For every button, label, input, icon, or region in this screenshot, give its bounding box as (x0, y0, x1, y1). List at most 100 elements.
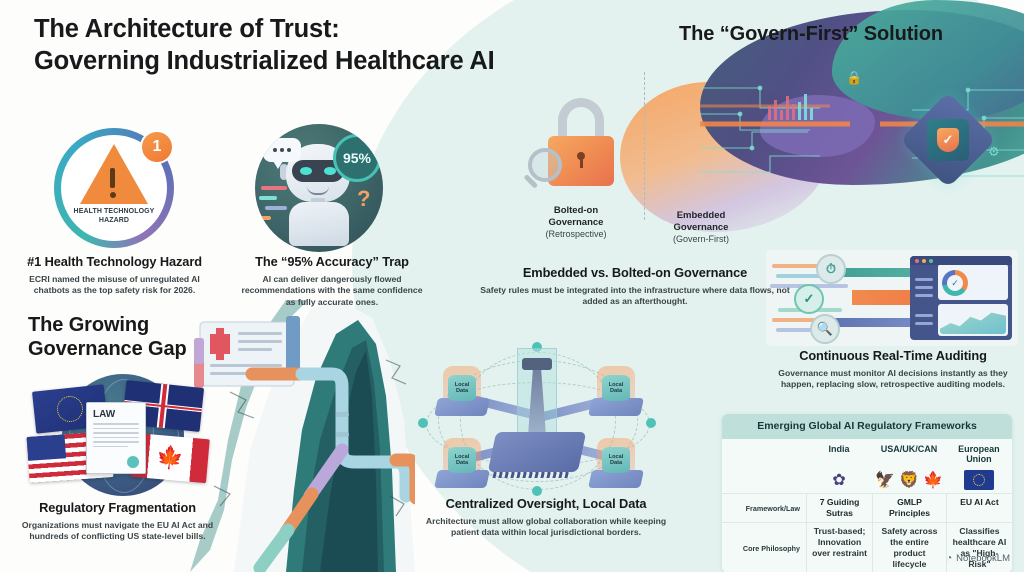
law-document-icon: LAW (86, 402, 146, 474)
svg-text:🔒: 🔒 (846, 70, 862, 85)
gauge-icon (942, 270, 968, 296)
monitor-node-icon: ⏱ (816, 254, 846, 284)
padlock-shackle-icon (558, 98, 604, 144)
node-label-line2: Data (455, 388, 469, 394)
bolted-on-governance-label: Bolted-on Governance (Retrospective) (520, 205, 632, 241)
robot-smile (307, 186, 329, 195)
shield-check-icon: ✓ (937, 128, 959, 152)
accuracy-caption-body: AI can deliver dangerously flowed recomm… (241, 273, 423, 307)
reg-spacer-cell-2 (722, 467, 806, 493)
database-icon: Local Data (448, 447, 476, 473)
governance-divider (644, 72, 645, 220)
embedded-label-line2: Governance (673, 222, 729, 234)
robot-ear-left (280, 164, 288, 180)
reg-philosophy-usa-uk-can: Safety across the entire product lifecyc… (872, 522, 946, 572)
central-hub-chip-icon (487, 432, 587, 472)
page-title: The Architecture of Trust: Governing Ind… (34, 14, 554, 77)
database-icon: Local Data (448, 375, 476, 401)
padlock-illustration (528, 96, 638, 196)
robot-body (289, 202, 349, 246)
lotus-icon: ✿ (832, 472, 846, 489)
notebooklm-watermark: ◔ NotebookLM (946, 553, 1010, 564)
hazard-badge-label: HEALTH TECHNOLOGY HAZARD (64, 208, 164, 225)
regulatory-frameworks-table: Emerging Global AI Regulatory Frameworks… (722, 414, 1012, 572)
robot-eye-left (300, 167, 312, 175)
search-node-icon: 🔍 (810, 314, 840, 344)
regulatory-fragmentation-caption: Regulatory Fragmentation Organizations m… (10, 500, 225, 543)
local-data-node-bottom-left: Local Data (434, 434, 490, 488)
auditing-caption-body: Governance must monitor AI decisions ins… (778, 367, 1008, 390)
law-document-label: LAW (93, 409, 116, 420)
exclamation-bar-icon (110, 168, 115, 188)
auditing-caption-heading: Continuous Real-Time Auditing (799, 348, 987, 363)
eagle-icon: 🦅 (875, 472, 896, 489)
padlock-keyhole-icon (577, 152, 585, 168)
embedded-caption-heading: Embedded vs. Bolted-on Governance (522, 265, 748, 280)
bolted-label-line1: Bolted-on (553, 205, 599, 216)
reg-table-title: Emerging Global AI Regulatory Frameworks (722, 414, 1012, 439)
reg-framework-european-union: EU AI Act (945, 493, 1012, 522)
svg-text:⚙: ⚙ (988, 144, 1000, 159)
reg-column-header-usa-uk-can: USA/UK/CAN (880, 444, 938, 454)
check-node-icon: ✓ (794, 284, 824, 314)
question-mark-icon: ? (357, 186, 371, 211)
governance-gap-title-line2: Governance Gap (28, 338, 187, 361)
reg-framework-india: 7 Guiding Sutras (806, 493, 873, 522)
reg-row-label-framework: Framework/Law (722, 493, 806, 522)
notebooklm-label: NotebookLM (956, 553, 1010, 564)
embedded-governance-label: Embedded Governance (Govern-First) (645, 210, 757, 246)
embedded-governance-caption: Embedded vs. Bolted-on Governance Safety… (470, 265, 800, 308)
rank-number-badge: 1 (140, 130, 174, 164)
section-title-governance-gap: The Growing Governance Gap (28, 313, 228, 362)
reg-philosophy-india: Trust-based; Innovation over restraint (806, 522, 873, 572)
accuracy-percentage-badge: 95% (333, 134, 381, 182)
eagle-lion-maple-icons: 🦅 🦁 🍁 (872, 467, 946, 493)
governance-gap-chasm-illustration (190, 300, 423, 572)
eu-flag-icon (946, 467, 1012, 493)
chip-icon: ✓ (899, 91, 997, 189)
centralized-caption-body: Architecture must allow global collabora… (425, 515, 667, 538)
section-title-govern-first: The “Govern-First” Solution (679, 23, 943, 45)
hazard-label-line1: HEALTH TECHNOLOGY (73, 208, 155, 215)
centralized-caption: Centralized Oversight, Local Data Archit… (412, 496, 680, 539)
reg-framework-usa-uk-can: GMLP Principles (872, 493, 946, 522)
central-tower-icon (508, 348, 566, 460)
regfrag-caption-body: Organizations must navigate the EU AI Ac… (21, 519, 214, 542)
lion-icon: 🦁 (899, 472, 919, 489)
reg-spacer-cell (722, 439, 806, 467)
regulatory-fragmentation-illustration: 🍁 LAW (26, 372, 216, 498)
maple-leaf-icon: 🍁 (922, 472, 943, 489)
hazard-caption: #1 Health Technology Hazard ECRI named t… (12, 254, 217, 297)
circuit-board-illustration: 🔒 ⚙ (700, 60, 1024, 200)
bolted-label-line2: Governance (548, 217, 604, 229)
ai-robot-illustration: 95% ? (255, 124, 383, 252)
local-data-node-top-right: Local Data (588, 362, 644, 416)
regfrag-caption-heading: Regulatory Fragmentation (39, 500, 196, 515)
bolted-label-line3: (Retrospective) (545, 229, 607, 240)
reg-column-header-european-union: European Union (958, 444, 1000, 464)
auditing-caption: Continuous Real-Time Auditing Governance… (762, 348, 1024, 391)
hazard-caption-heading: #1 Health Technology Hazard (27, 254, 202, 269)
chip-core: ✓ (927, 119, 969, 161)
document-seal-icon (127, 456, 139, 468)
page-title-line2: Governing Industrialized Healthcare AI (34, 46, 495, 75)
local-data-node-top-left: Local Data (434, 362, 490, 416)
accuracy-caption-heading: The “95% Accuracy” Trap (255, 254, 409, 269)
centralized-caption-heading: Centralized Oversight, Local Data (445, 496, 647, 511)
database-icon: Local Data (602, 447, 630, 473)
hazard-label-line2: HAZARD (98, 216, 130, 224)
accuracy-caption: The “95% Accuracy” Trap AI can deliver d… (237, 254, 427, 308)
embedded-caption-body: Safety rules must be integrated into the… (480, 284, 790, 307)
governance-gap-title-line1: The Growing (28, 314, 150, 336)
local-data-node-bottom-right: Local Data (588, 434, 644, 488)
embedded-label-line1: Embedded (676, 210, 726, 221)
centralized-oversight-illustration: Local Data Local Data Local Data Local D… (418, 342, 656, 496)
robot-visor (292, 160, 344, 182)
realtime-auditing-illustration: ⏱ ✓ 🔍 (766, 250, 1018, 346)
governance-chip-illustration: ✓ (899, 91, 997, 189)
embedded-label-line3: (Govern-First) (673, 234, 729, 245)
reg-column-header-india: India (828, 444, 850, 454)
database-icon: Local Data (602, 375, 630, 401)
reg-philosophy-european-union: Classifies healthcare AI as "High-Risk" (945, 522, 1012, 572)
